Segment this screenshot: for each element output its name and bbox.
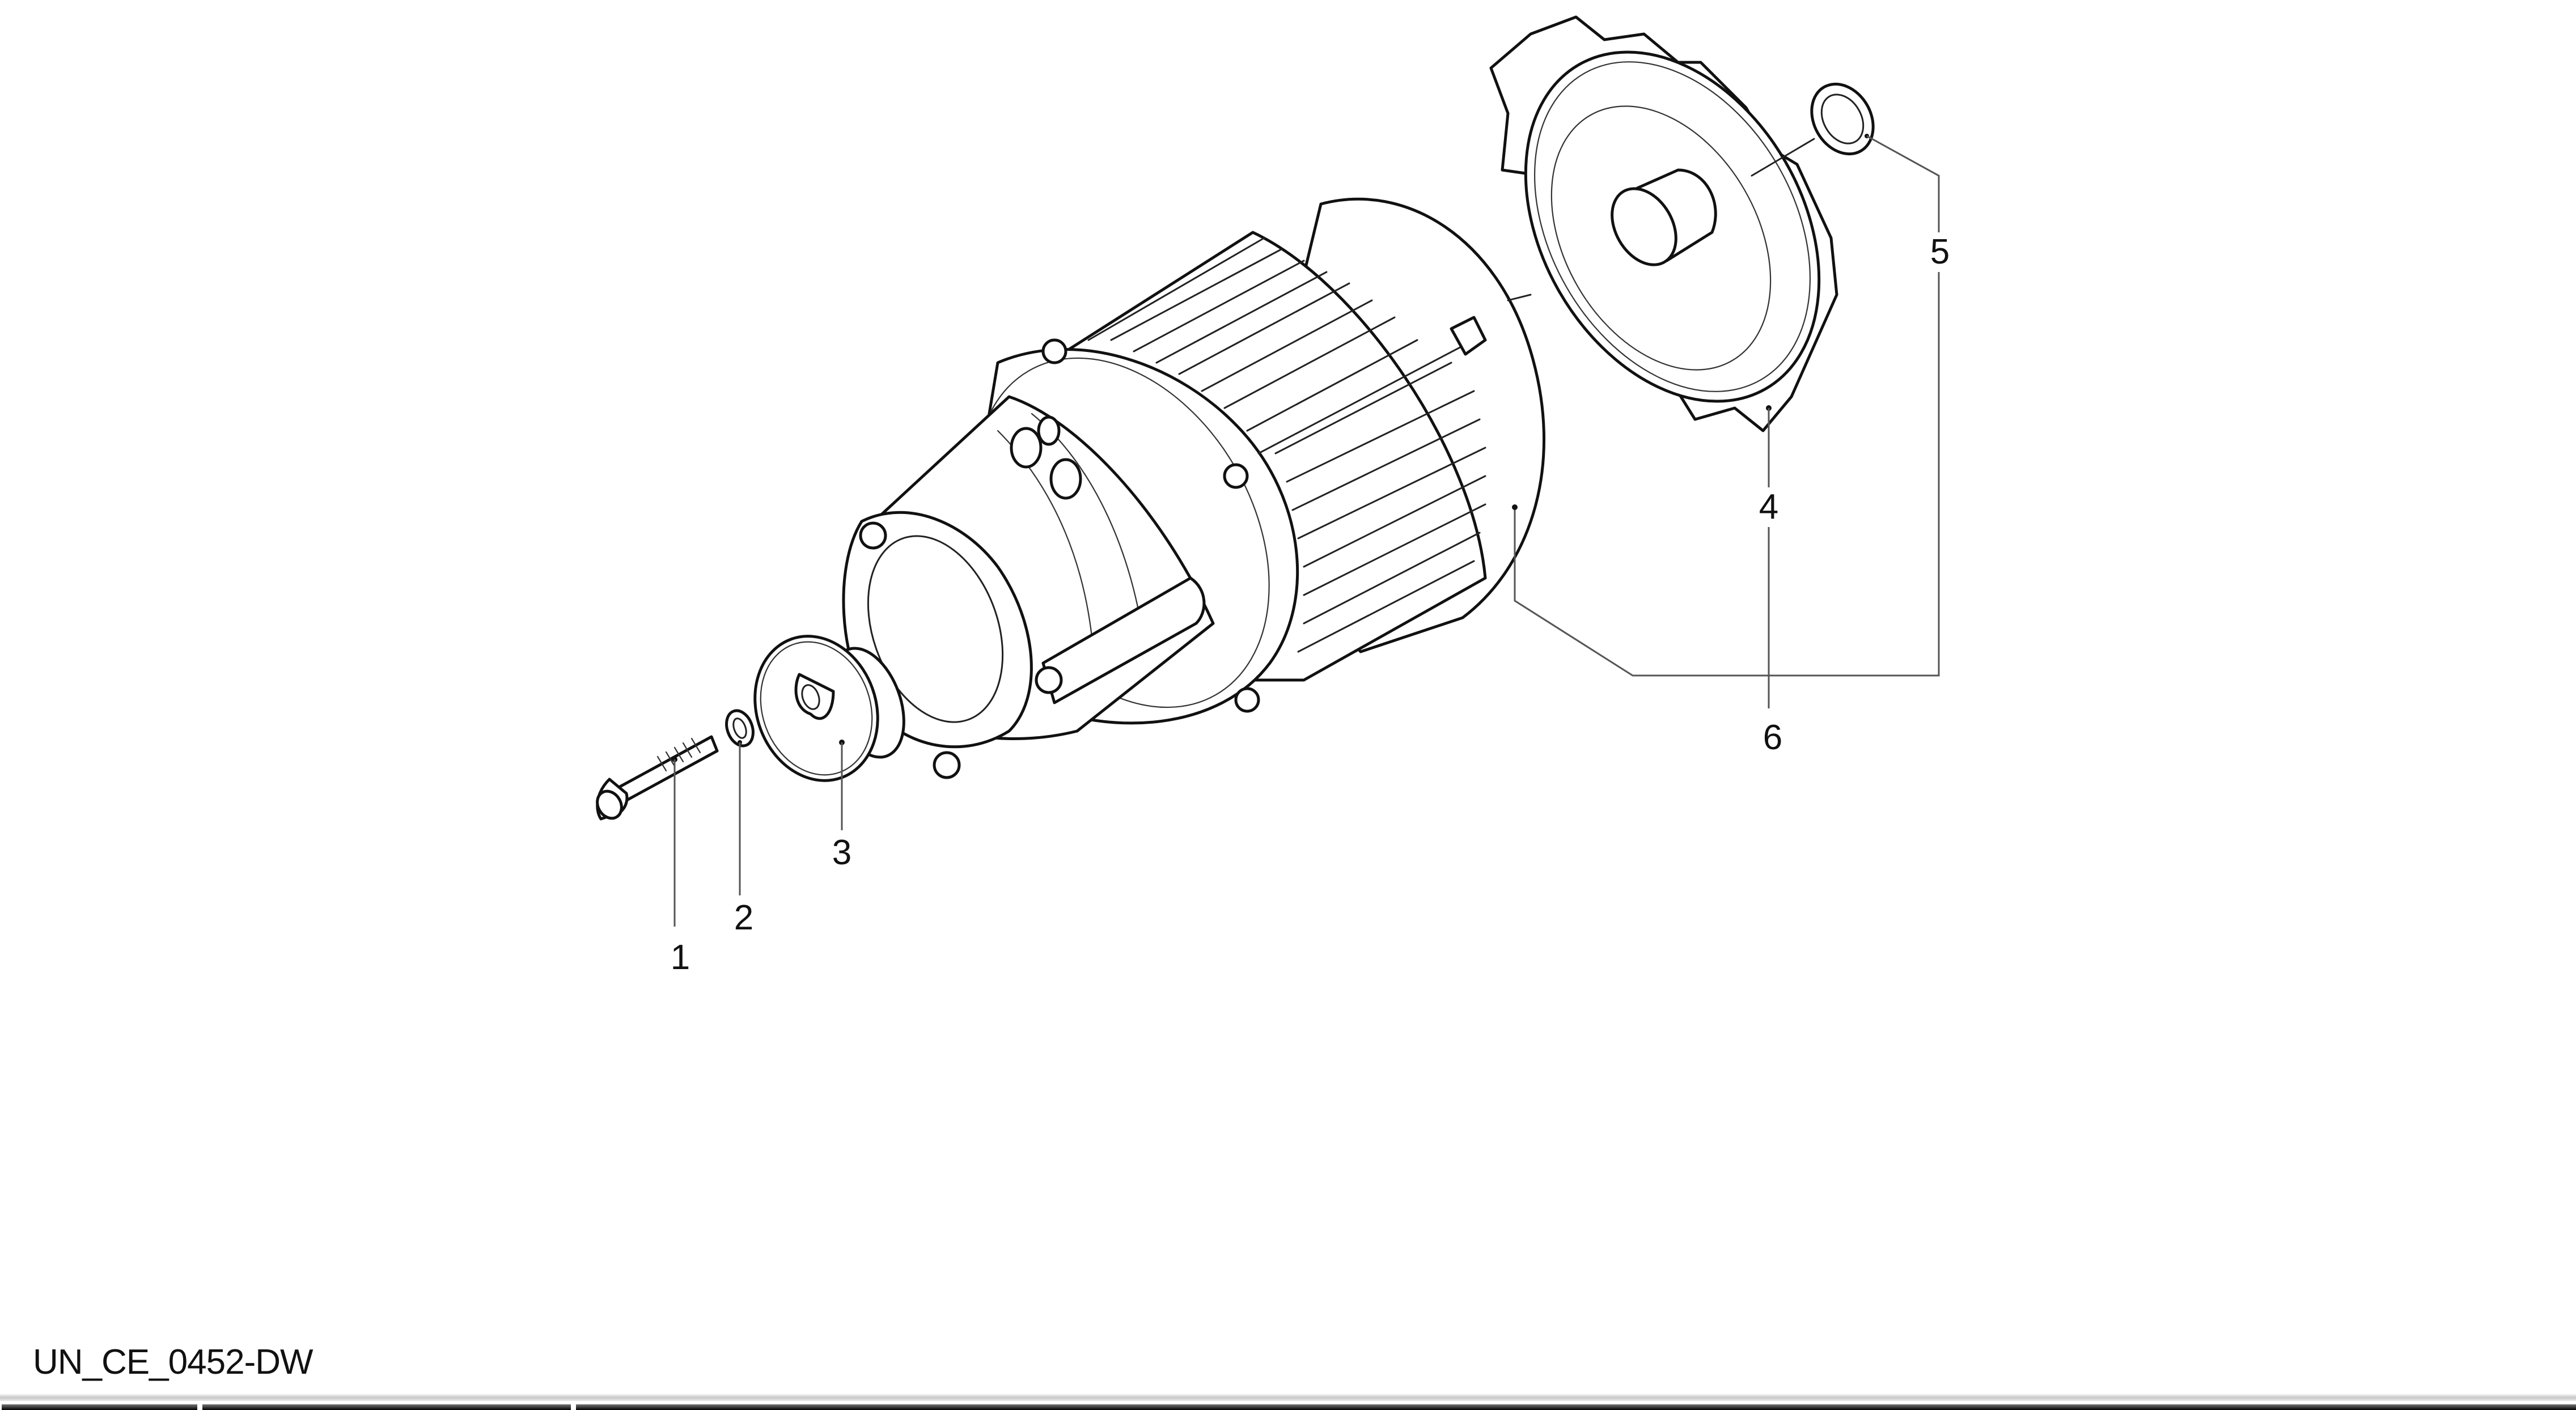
- callout-5: 5: [1930, 232, 1950, 271]
- motor-assembly-drawing: [842, 197, 1545, 779]
- drawing-code: UN_CE_0452-DW: [33, 1343, 313, 1382]
- cap-drawing: [753, 635, 905, 782]
- ring-drawing: [1810, 82, 1875, 156]
- callout-1: 1: [670, 938, 690, 977]
- callout-3: 3: [832, 833, 852, 872]
- callout-4: 4: [1759, 487, 1779, 526]
- washer-drawing: [725, 709, 755, 748]
- footer-bar-right: [576, 1404, 2576, 1410]
- fan-drawing: [1489, 15, 1838, 432]
- footer-bar-middle: [202, 1404, 571, 1410]
- screw-drawing: [596, 735, 719, 821]
- leader-lines: [672, 134, 1940, 927]
- footer-bar-left: [2, 1404, 197, 1410]
- callout-2: 2: [734, 898, 754, 937]
- footer-divider: [0, 1394, 2576, 1401]
- callout-6: 6: [1762, 718, 1783, 757]
